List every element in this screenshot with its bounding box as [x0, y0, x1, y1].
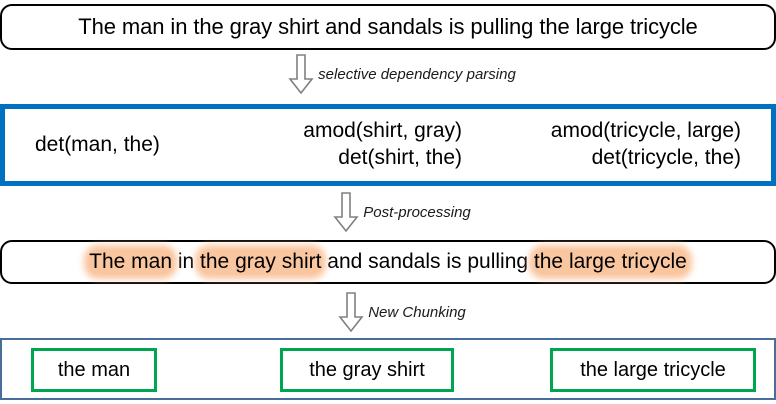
- dependency-relation: det(tricycle, the): [591, 146, 741, 169]
- highlight-chunk-3: the large tricycle: [533, 250, 687, 274]
- dependency-relation: det(man, the): [35, 132, 160, 156]
- dependency-column-1: det(man, the): [19, 132, 237, 159]
- pipeline-arrow-1-label: selective dependency parsing: [318, 65, 516, 83]
- dependency-relation: amod(shirt, gray): [303, 119, 462, 143]
- highlight-chunk-1: The man: [89, 250, 173, 274]
- chunk-box: the man: [31, 348, 157, 392]
- pipeline-arrow-2: Post-processing: [0, 190, 776, 234]
- down-arrow-icon: [288, 54, 314, 95]
- dependency-relation: det(shirt, the): [338, 146, 462, 169]
- chunk-label: the large tricycle: [580, 358, 726, 381]
- pipeline-arrow-2-label: Post-processing: [363, 203, 471, 221]
- chunk-label: the man: [57, 358, 131, 381]
- chunk-box: the gray shirt: [280, 348, 454, 392]
- pipeline-arrow-3: New Chunking: [0, 290, 776, 334]
- dependency-column-2: amod(shirt, gray) det(shirt, the): [237, 118, 484, 172]
- pipeline-arrow-3-label: New Chunking: [368, 303, 466, 321]
- highlight-chunk-2: the gray shirt: [200, 250, 322, 274]
- dependency-relations-box: det(man, the) amod(shirt, gray) det(shir…: [0, 104, 776, 186]
- sentence-filler-2: and sandals is pulling: [321, 250, 534, 273]
- input-sentence-text: The man in the gray shirt and sandals is…: [78, 14, 698, 39]
- pipeline-arrow-1: selective dependency parsing: [0, 52, 776, 96]
- highlighted-sentence-box: The man in the gray shirt and sandals is…: [0, 240, 776, 284]
- chunk-box: the large tricycle: [550, 348, 756, 392]
- input-sentence-box: The man in the gray shirt and sandals is…: [0, 4, 776, 50]
- dependency-column-3: amod(tricycle, large) det(tricycle, the): [484, 118, 757, 172]
- chunk-label: the gray shirt: [309, 358, 425, 381]
- dependency-relation: amod(tricycle, large): [550, 119, 741, 143]
- down-arrow-icon: [338, 292, 364, 333]
- sentence-filler-1: in: [172, 250, 201, 273]
- down-arrow-icon: [333, 192, 359, 233]
- chunks-container: the man the gray shirt the large tricycl…: [0, 338, 776, 400]
- highlighted-sentence-text: The man in the gray shirt and sandals is…: [89, 250, 687, 274]
